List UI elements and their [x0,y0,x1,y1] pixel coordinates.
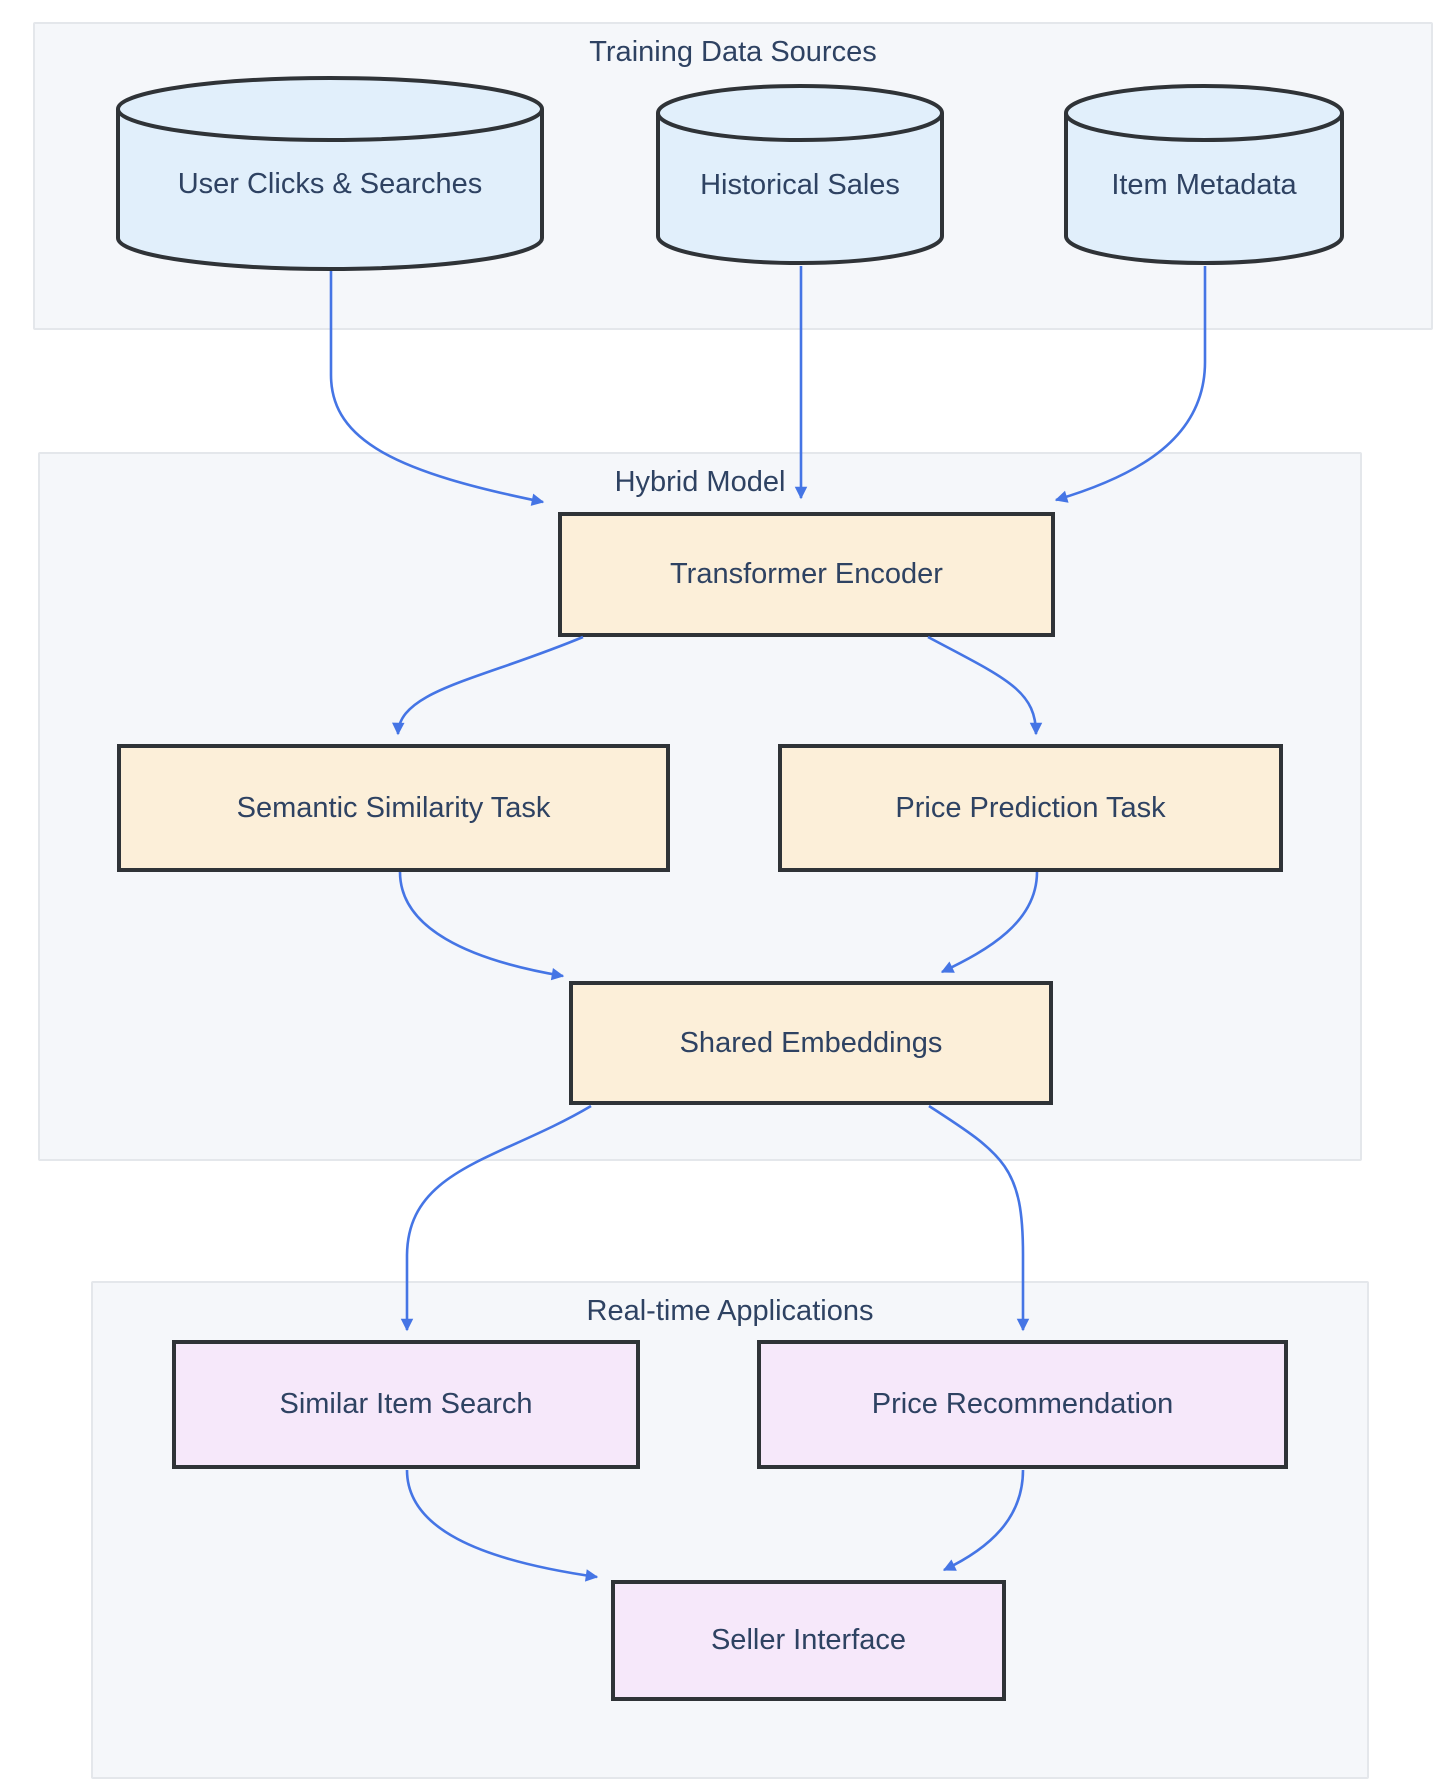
database-cylinder-icon [656,84,944,265]
group-title-realtime: Real-time Applications [586,1295,874,1327]
node-label: Price Prediction Task [895,791,1166,824]
node-label: User Clicks & Searches [177,168,483,200]
group-title-training: Training Data Sources [589,36,877,68]
node-label: Similar Item Search [279,1388,533,1420]
node-semantic-similarity-task: Semantic Similarity Task [117,744,670,872]
node-label: Transformer Encoder [670,558,943,590]
node-seller-interface: Seller Interface [611,1580,1006,1701]
node-label: Shared Embeddings [679,1026,943,1059]
node-label: Item Metadata [1111,169,1297,201]
node-shared-embeddings: Shared Embeddings [569,981,1053,1105]
node-label: Historical Sales [700,169,900,201]
node-price-prediction-task: Price Prediction Task [778,744,1283,872]
node-label: Semantic Similarity Task [236,791,551,824]
node-transformer-encoder: Transformer Encoder [558,512,1055,637]
node-user-clicks-searches: User Clicks & Searches [115,75,545,272]
node-item-metadata: Item Metadata [1063,83,1345,266]
node-label: Price Recommendation [871,1388,1174,1420]
node-historical-sales: Historical Sales [655,83,945,266]
node-price-recommendation: Price Recommendation [757,1340,1288,1469]
database-cylinder-icon [1064,84,1344,265]
group-title-hybrid: Hybrid Model [614,466,786,498]
node-label: Seller Interface [710,1624,907,1656]
node-similar-item-search: Similar Item Search [172,1340,640,1469]
database-cylinder-icon [116,76,544,271]
